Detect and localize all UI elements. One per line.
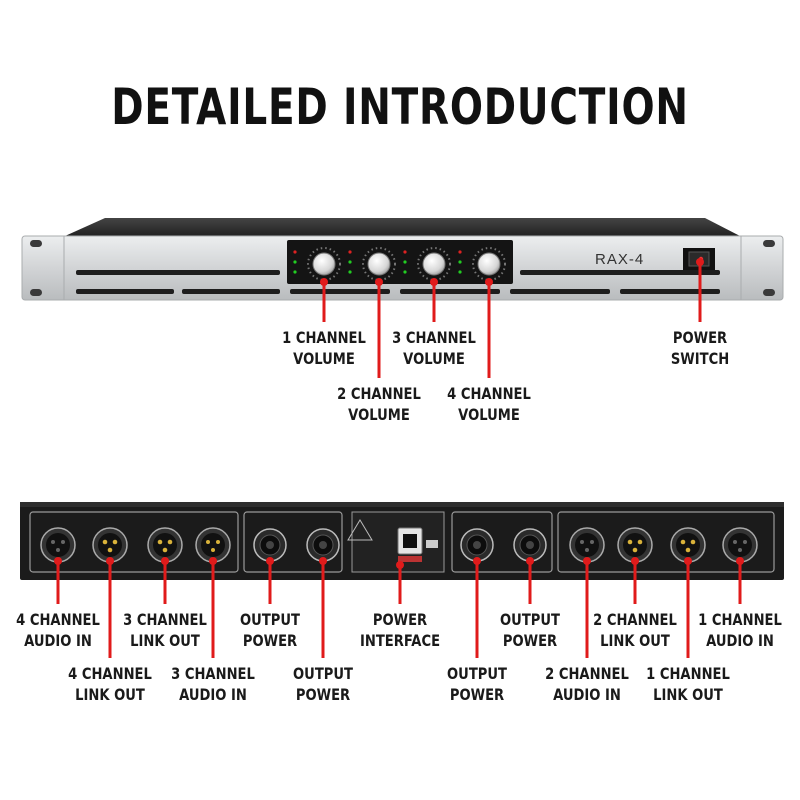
xlr-link-out-ch2[interactable] [617,527,653,563]
speakon-output-ch4[interactable] [253,528,287,562]
rear-callouts [54,557,744,658]
xlr-input-ch4[interactable] [40,527,76,563]
xlr-input-ch1[interactable] [722,527,758,563]
rack-ear-left [21,235,69,301]
xlr-input-ch2[interactable] [569,527,605,563]
control-window [287,240,513,284]
speakon-output-ch1[interactable] [513,528,547,562]
model-name: RAX-4 [595,251,644,268]
chassis-top [65,218,740,236]
rack-slot [763,240,775,247]
xlr-link-out-ch1[interactable] [670,527,706,563]
front-callouts [320,258,704,378]
speakon-output-ch3[interactable] [306,528,340,562]
rack-slot [30,240,42,247]
front-vents [76,270,720,294]
rack-ear-right [736,235,784,301]
xlr-input-ch3[interactable] [195,527,231,563]
speakon-output-ch2[interactable] [460,528,494,562]
volume-knob-2[interactable] [362,247,396,281]
front-panel: RAX-4 [21,218,784,301]
page-title: DETAILED INTRODUCTION [111,78,689,136]
volume-knob-4[interactable] [472,247,506,281]
rack-slot [763,289,775,296]
volume-knob-1[interactable] [307,247,341,281]
status-leds [293,250,462,274]
volume-knob-3[interactable] [417,247,451,281]
power-interface[interactable] [347,511,445,573]
xlr-link-out-ch4[interactable] [92,527,128,563]
xlr-link-out-ch3[interactable] [147,527,183,563]
rack-slot [30,289,42,296]
rear-panel [20,502,784,580]
